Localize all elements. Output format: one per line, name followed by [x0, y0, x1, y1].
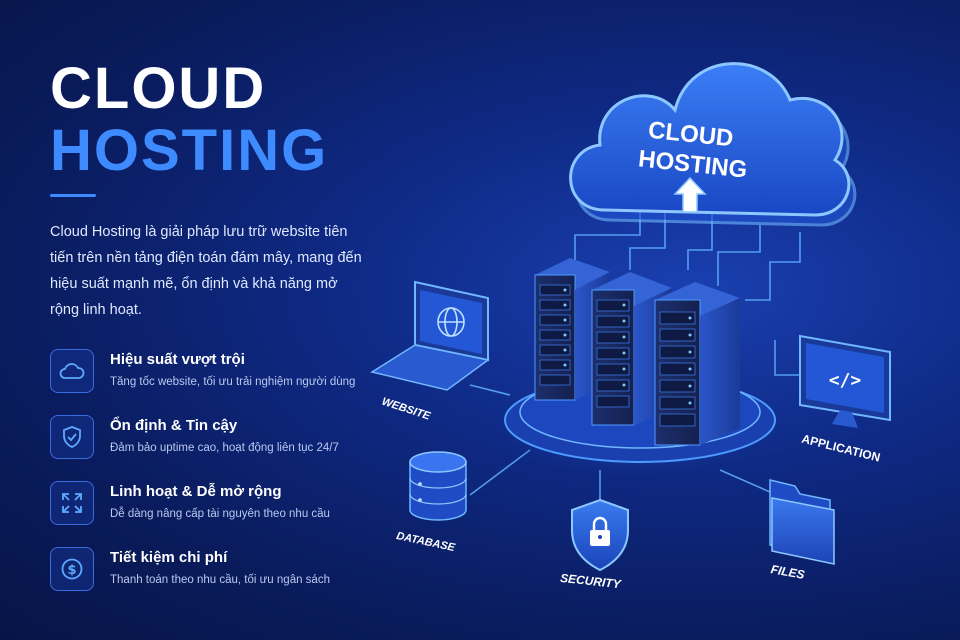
hero-description: Cloud Hosting là giải pháp lưu trữ websi… [50, 224, 362, 318]
server-rack-right [654, 282, 740, 446]
svg-text:$: $ [67, 563, 76, 578]
feature-title: Tiết kiệm chi phí [110, 549, 228, 566]
feature-list: Hiệu suất vượt trội Tăng tốc website, tố… [50, 349, 380, 613]
feature-item-reliability: Ổn định & Tin cậy Đảm bảo uptime cao, ho… [50, 415, 380, 481]
feature-subtitle: Đảm bảo uptime cao, hoạt động liên tục 2… [110, 442, 339, 454]
globe-icon [437, 307, 465, 337]
code-icon: </> [829, 370, 862, 391]
cloud-icon [50, 349, 94, 393]
dollar-icon: $ [50, 547, 94, 591]
connection-lines [469, 200, 801, 505]
hero-panel: CLOUD HOSTING Cloud Hosting là giải pháp… [50, 58, 380, 613]
label-security: SECURITY [560, 571, 623, 591]
svg-text:</>: </> [829, 370, 862, 391]
cloud-shape [569, 62, 857, 227]
label-files: FILES [770, 562, 806, 582]
label-application: APPLICATION [800, 432, 881, 465]
folder-icon [769, 479, 835, 565]
monitor-icon: </> [799, 334, 891, 428]
laptop-icon [370, 280, 490, 391]
feature-subtitle: Tăng tốc website, tối ưu trải nghiệm ngư… [110, 376, 356, 388]
title-divider [50, 194, 96, 197]
feature-subtitle: Dễ dàng nâng cấp tài nguyên theo nhu cầu [110, 508, 330, 520]
hero-title-line2: HOSTING [50, 118, 329, 183]
feature-title: Linh hoạt & Dễ mở rộng [110, 483, 282, 500]
label-website: WEBSITE [380, 396, 432, 423]
shield-check-icon [50, 415, 94, 459]
database-icon [409, 451, 467, 521]
label-database: DATABASE [395, 530, 456, 554]
upload-arrow-icon [673, 176, 707, 213]
feature-title: Ổn định & Tin cậy [110, 417, 238, 434]
hero-title-line1: CLOUD [50, 56, 267, 121]
expand-icon [50, 481, 94, 525]
feature-title: Hiệu suất vượt trội [110, 351, 245, 368]
feature-item-performance: Hiệu suất vượt trội Tăng tốc website, tố… [50, 349, 380, 415]
feature-subtitle: Thanh toán theo nhu cầu, tối ưu ngân sác… [110, 574, 330, 586]
feature-item-cost: $ Tiết kiệm chi phí Thanh toán theo nhu … [50, 547, 380, 613]
feature-item-scalability: Linh hoạt & Dễ mở rộng Dễ dàng nâng cấp … [50, 481, 380, 547]
shield-lock-icon [571, 498, 629, 572]
